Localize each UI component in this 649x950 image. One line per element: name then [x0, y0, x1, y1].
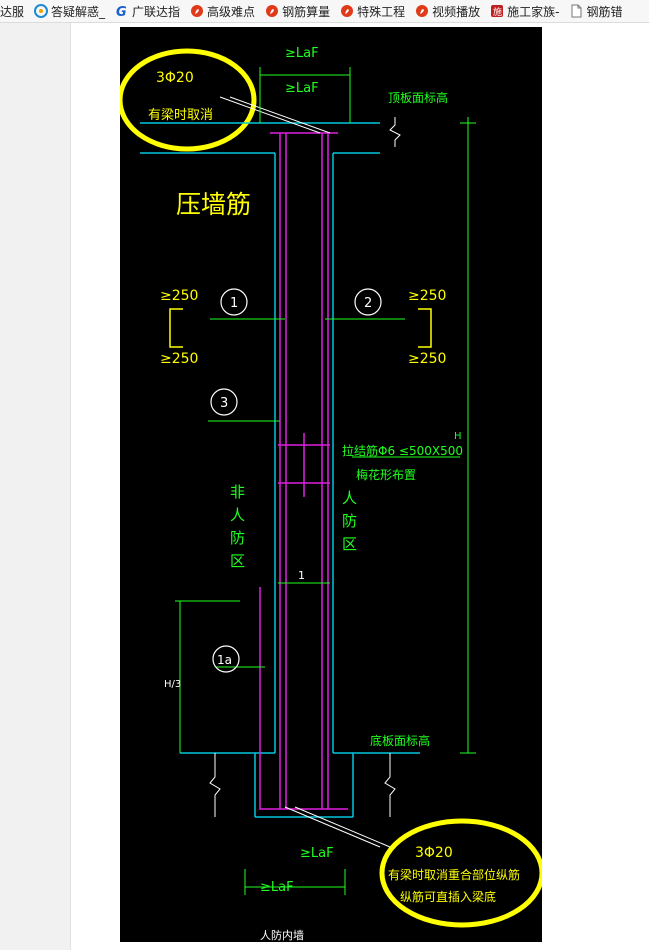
dim-250-left-top: ≥250	[160, 288, 198, 304]
bottom-insert-note: 纵筋可直插入梁底	[400, 889, 496, 904]
top-bars-note: 3Φ20	[156, 70, 194, 86]
civil-char: 人	[342, 489, 357, 507]
bookmark-item[interactable]: 钢筋错	[569, 3, 622, 20]
civil-char: 防	[342, 512, 357, 530]
laf-label-top-1: ≥LaF	[285, 46, 319, 61]
civil-char: 区	[342, 535, 357, 553]
svg-text:施: 施	[493, 6, 502, 18]
cad-drawing-image: 3Φ20 有梁时取消 ≥LaF ≥LaF 顶板面标高 压墙筋 ≥250 ≥250…	[117, 27, 545, 942]
top-elevation-label: 顶板面标高	[388, 90, 448, 105]
bookmarks-bar: 达服 答疑解惑_ G 广联达指 高级难点 钢筋算量 特殊工程 视频播放	[0, 0, 649, 23]
callout-1a: 1a	[217, 653, 232, 667]
bookmark-item[interactable]: 达服	[0, 3, 24, 20]
laf-label-bottom-2: ≥LaF	[260, 880, 294, 895]
laf-label-bottom-1: ≥LaF	[300, 846, 334, 861]
non-civil-char: 防	[230, 529, 245, 547]
bookmark-item[interactable]: 高级难点	[190, 3, 255, 20]
bookmark-item[interactable]: 视频播放	[415, 3, 480, 20]
bookmark-label: 钢筋算量	[282, 4, 331, 19]
bookmark-label: 高级难点	[207, 4, 256, 19]
left-pane	[0, 23, 71, 950]
civil-label: 人 防 区	[342, 489, 357, 553]
bookmark-label: 答疑解惑_	[51, 4, 106, 19]
highlight-ellipse-top	[117, 48, 257, 152]
non-civil-char: 非	[230, 483, 245, 501]
bookmark-label: 广联达指	[132, 4, 181, 19]
non-civil-label: 非 人 防 区	[230, 483, 245, 570]
concrete-outline	[140, 122, 420, 818]
h-dimension-label: H	[454, 431, 462, 442]
callout-1: 1	[230, 296, 238, 311]
bottom-bars-note: 3Φ20	[415, 845, 453, 861]
wall-thickness-label: 1	[298, 569, 305, 582]
dim-250-left-bottom: ≥250	[160, 351, 198, 367]
bookmark-label: 钢筋错	[586, 4, 623, 19]
callout-circles	[210, 288, 382, 673]
bookmark-label: 视频播放	[432, 4, 481, 19]
cad-drawing-svg: 3Φ20 有梁时取消 ≥LaF ≥LaF 顶板面标高 压墙筋 ≥250 ≥250…	[117, 46, 545, 942]
dim-250-right-top: ≥250	[408, 288, 446, 304]
drawing-footer-label: 人防内墙	[260, 928, 304, 942]
tie-bar-layout-note: 梅花形布置	[356, 467, 416, 482]
bookmark-label: 特殊工程	[357, 4, 406, 19]
h3-dimension-label: H/3	[164, 679, 181, 690]
reinforcement	[259, 132, 348, 810]
drawing-title: 压墙筋	[176, 190, 251, 219]
callout-3: 3	[220, 396, 228, 411]
fire-icon	[415, 4, 429, 18]
bottom-cancel-note: 有梁时取消重合部位纵筋	[388, 867, 520, 882]
callout-2: 2	[364, 296, 372, 311]
svg-text:G: G	[116, 5, 127, 18]
bookmark-item[interactable]: G 广联达指	[115, 3, 180, 20]
bookmark-item[interactable]: 答疑解惑_	[34, 3, 105, 20]
non-civil-char: 区	[230, 552, 245, 570]
hook-details	[169, 308, 432, 348]
bookmark-item[interactable]: 钢筋算量	[265, 3, 330, 20]
g-logo-icon: G	[115, 4, 129, 18]
top-cancel-note: 有梁时取消	[148, 108, 213, 123]
fire-icon	[190, 4, 204, 18]
qa-icon	[34, 4, 49, 18]
bottom-elevation-label: 底板面标高	[370, 733, 430, 748]
laf-label-top-2: ≥LaF	[285, 81, 319, 96]
bookmark-label: 达服	[0, 4, 25, 19]
construction-icon: 施	[490, 4, 504, 18]
fire-icon	[340, 4, 354, 18]
tie-bar-note: 拉结筋Φ6 ≤500X500	[342, 443, 463, 458]
page-icon	[569, 4, 583, 18]
bookmark-item[interactable]: 特殊工程	[340, 3, 405, 20]
dimension-lines	[175, 67, 476, 895]
fire-icon	[265, 4, 279, 18]
dim-250-right-bottom: ≥250	[408, 351, 446, 367]
non-civil-char: 人	[230, 506, 245, 524]
break-lines	[209, 96, 401, 848]
bookmark-label: 施工家族-	[507, 4, 560, 19]
bookmark-item[interactable]: 施 施工家族-	[490, 3, 559, 20]
